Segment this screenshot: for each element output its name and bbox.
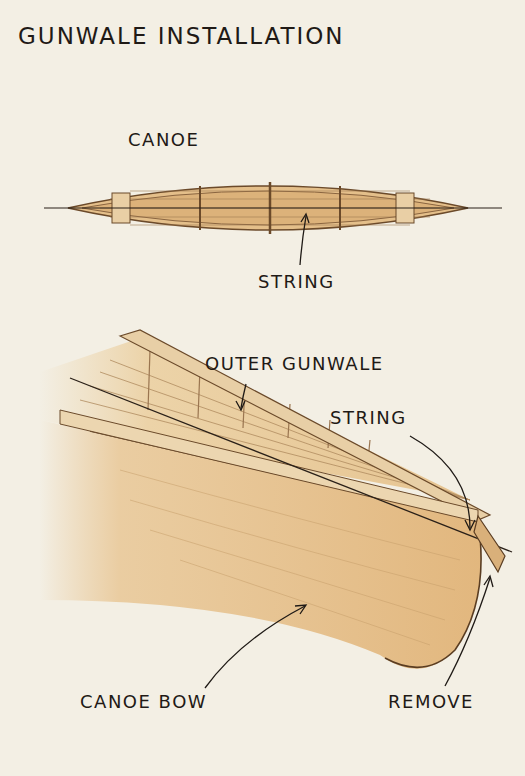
outer-gunwale-label: OUTER GUNWALE xyxy=(205,354,384,374)
remove-label: REMOVE xyxy=(388,692,474,712)
canoe-bow-label: CANOE BOW xyxy=(80,692,207,712)
canoe-label: CANOE xyxy=(128,130,199,150)
string-line xyxy=(44,207,502,208)
string-label: STRING xyxy=(330,408,407,428)
canoe-top-view xyxy=(44,182,502,265)
string-label: STRING xyxy=(258,272,335,292)
diagram-title: GUNWALE INSTALLATION xyxy=(18,24,345,49)
canoe-bow-view xyxy=(40,330,512,688)
string-line xyxy=(70,378,512,552)
